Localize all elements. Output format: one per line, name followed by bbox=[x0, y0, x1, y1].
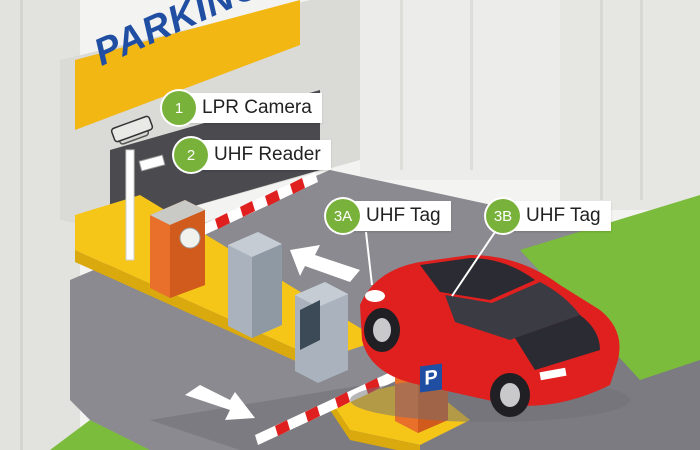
lawn-right bbox=[520, 195, 700, 380]
callout-label: UHF Reader bbox=[190, 140, 331, 170]
camera-pole bbox=[125, 149, 135, 261]
arrow-entry bbox=[290, 245, 360, 282]
lpr-camera-icon bbox=[110, 115, 154, 143]
callout-uhf-reader: 2 UHF Reader bbox=[174, 138, 331, 172]
exit-barrier-arm bbox=[255, 370, 398, 445]
callout-number: 3A bbox=[326, 199, 360, 233]
callout-number: 2 bbox=[174, 138, 208, 172]
callout-uhf-tag-3b: 3B UHF Tag bbox=[486, 199, 611, 233]
building-middle bbox=[360, 0, 560, 180]
lawn-bottom bbox=[50, 420, 150, 450]
callout-number: 3B bbox=[486, 199, 520, 233]
parking-sign-board bbox=[75, 0, 300, 130]
callout-label: LPR Camera bbox=[178, 93, 322, 123]
callout-number: 1 bbox=[162, 91, 196, 125]
callout-uhf-tag-3a: 3A UHF Tag bbox=[326, 199, 451, 233]
parking-p-sign: P bbox=[420, 363, 442, 393]
arrow-exit bbox=[185, 385, 255, 420]
building-right bbox=[560, 0, 700, 210]
callout-label: UHF Tag bbox=[342, 201, 451, 231]
callout-label: UHF Tag bbox=[502, 201, 611, 231]
callout-lpr-camera: 1 LPR Camera bbox=[162, 91, 322, 125]
uhf-reader-icon bbox=[138, 154, 166, 172]
